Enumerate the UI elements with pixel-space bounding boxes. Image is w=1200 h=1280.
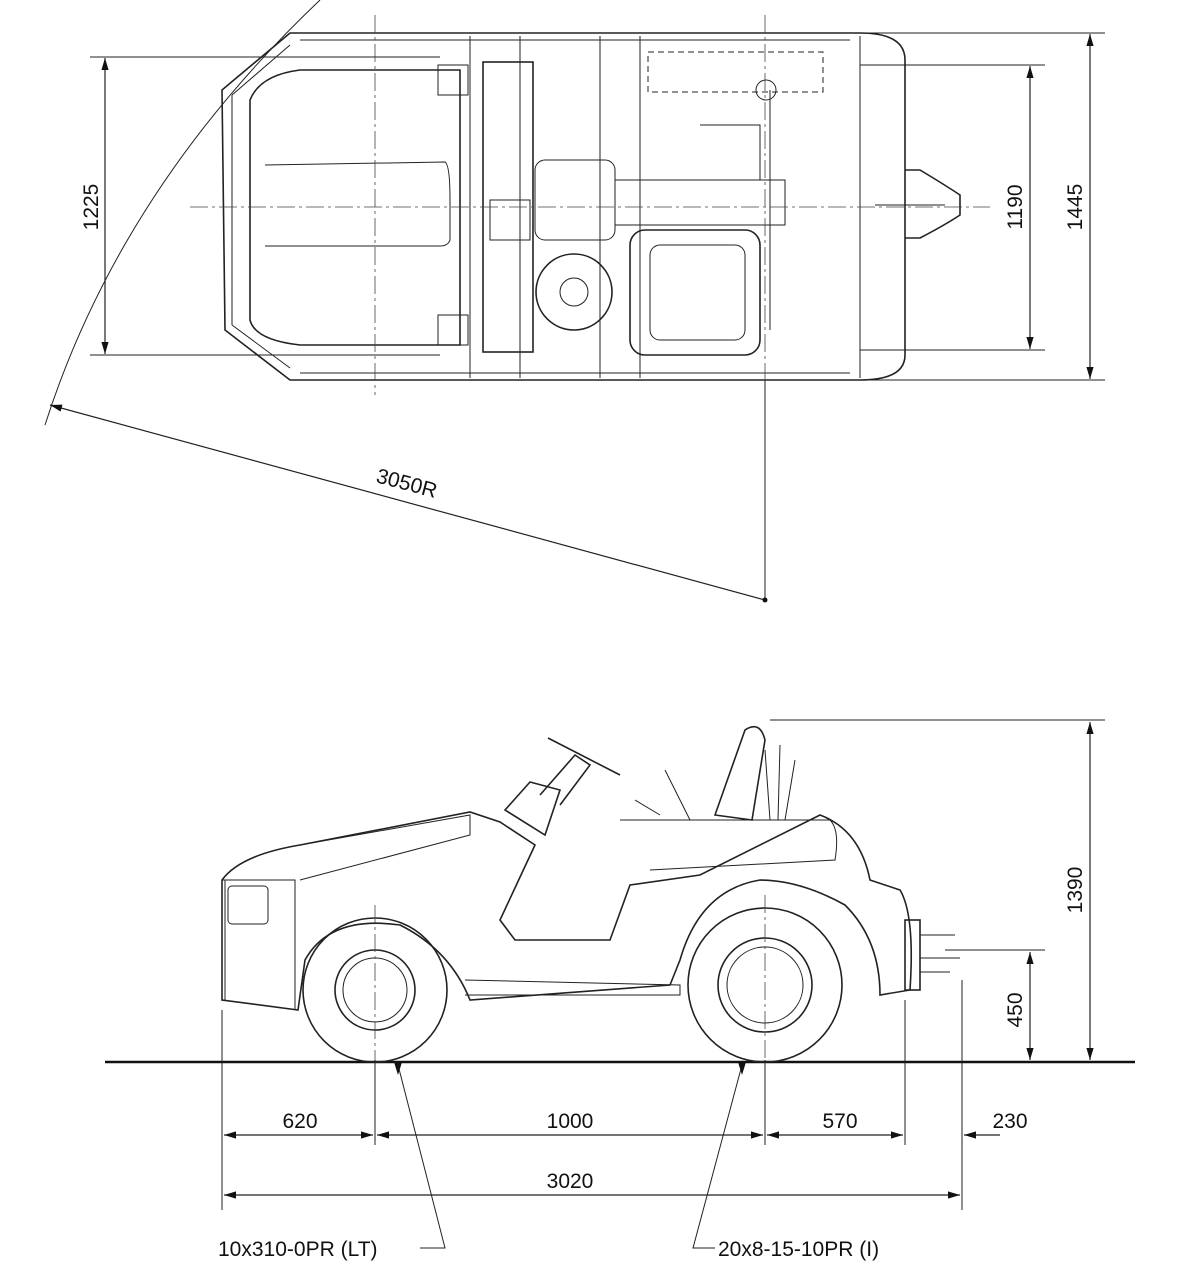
- hood: [249, 69, 461, 346]
- steering-wheel: [535, 253, 613, 331]
- front-tire-label: 10x310-0PR (LT): [218, 1238, 378, 1261]
- dim-1190: 1190: [1004, 184, 1027, 229]
- dim-wheelbase: 1000: [547, 1110, 594, 1133]
- turning-arc: [44, 0, 321, 426]
- dim-1445: 1445: [1064, 184, 1087, 231]
- steering-column: [503, 753, 592, 837]
- rear-tire-label: 20x8-15-10PR (I): [718, 1238, 879, 1261]
- seat-side: [713, 725, 766, 821]
- tow-hitch: [905, 169, 961, 239]
- dim-front-overhang: 620: [282, 1110, 317, 1133]
- tow-hitch-side: [904, 919, 960, 991]
- dim-rear-overhang: 570: [822, 1110, 857, 1133]
- dim-1225: 1225: [80, 184, 103, 231]
- side-view: 620 1000 570 230 3020 1390 450 10x310-0P…: [105, 719, 1135, 1261]
- dim-hitch-height: 450: [1004, 992, 1027, 1027]
- seat: [629, 229, 761, 356]
- dim-overall-length: 3020: [547, 1170, 594, 1193]
- dim-hitch-overhang: 230: [992, 1110, 1027, 1133]
- turning-radius-label: 3050R: [374, 465, 440, 503]
- steering-wheel-side: [547, 737, 621, 776]
- top-view: 3050R 1225 1190 1445: [44, 0, 1105, 603]
- side-body: [221, 811, 913, 1011]
- dim-overall-height: 1390: [1064, 867, 1087, 914]
